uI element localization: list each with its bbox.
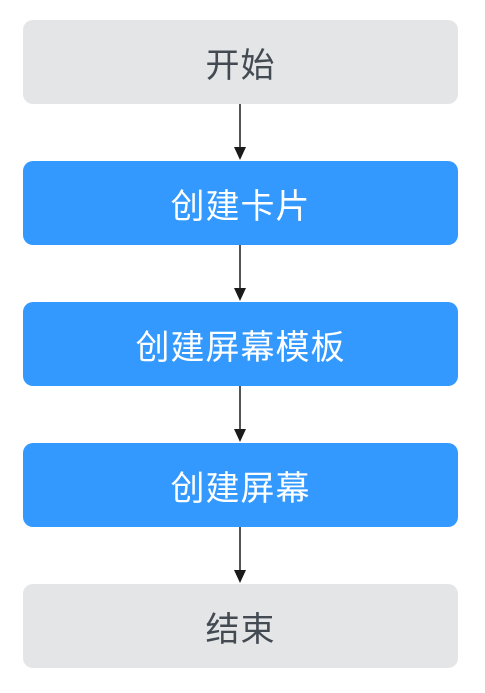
end-node: 结束 xyxy=(23,584,458,668)
arrow-down-icon xyxy=(234,527,246,583)
arrow-down-icon xyxy=(234,386,246,442)
create-card-node-label: 创建卡片 xyxy=(170,186,311,227)
create-screen-node: 创建屏幕 xyxy=(23,443,458,527)
create-screen-node-label: 创建屏幕 xyxy=(170,468,311,509)
start-node: 开始 xyxy=(23,20,458,104)
create-screen-template-node-label: 创建屏幕模板 xyxy=(135,327,346,368)
start-node-label: 开始 xyxy=(205,45,276,86)
create-card-node: 创建卡片 xyxy=(23,161,458,245)
end-node-label: 结束 xyxy=(205,609,276,650)
arrow-down-icon xyxy=(234,104,246,160)
arrow-down-icon xyxy=(234,245,246,301)
create-screen-template-node: 创建屏幕模板 xyxy=(23,302,458,386)
